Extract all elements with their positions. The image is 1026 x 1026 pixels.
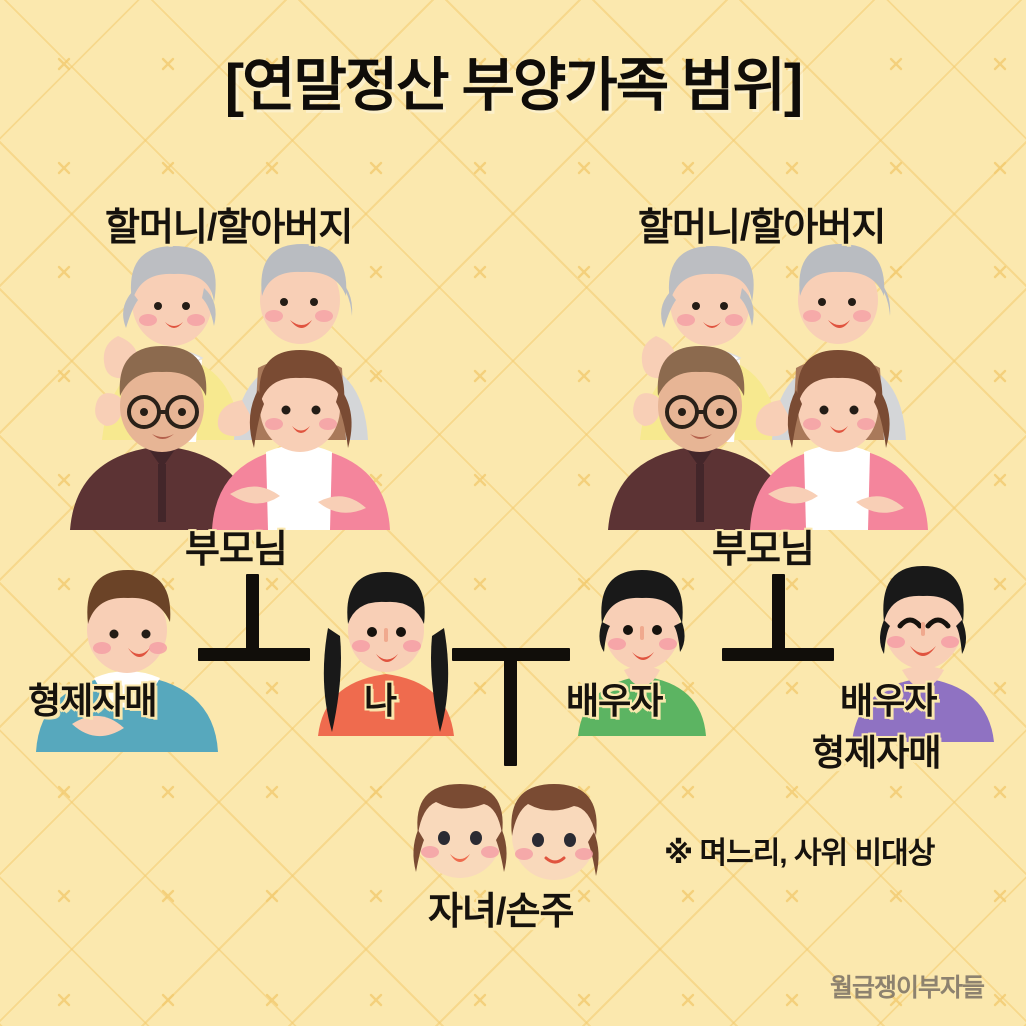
connector-left-horizontal [198, 648, 310, 661]
spouse-sibling-figure [852, 566, 994, 742]
label-parents-right: 부모님 [712, 529, 815, 571]
father-glasses [665, 395, 737, 429]
note-exclusion: ※ 며느리, 사위 비대상 [664, 837, 935, 870]
father-figure [608, 346, 792, 530]
sibling-figure [36, 570, 218, 752]
mother-figure [750, 350, 928, 530]
family-illustration-left [70, 244, 390, 530]
connector-left-vertical [246, 574, 259, 654]
connector-right-vertical [772, 574, 785, 654]
child-girl [413, 784, 507, 878]
page-title: [연말정산 부양가족 범위] [224, 53, 803, 118]
father-figure [70, 346, 254, 530]
mother-figure [212, 350, 390, 530]
label-parents-left: 부모님 [185, 529, 288, 571]
family-illustration-right [608, 244, 928, 530]
spouse-figure [578, 570, 706, 736]
label-children: 자녀/손주 [428, 891, 574, 933]
connector-right-horizontal [722, 648, 834, 661]
label-spouse-sibling-line1: 배우자 [840, 680, 937, 721]
label-spouse: 배우자 [566, 680, 663, 721]
label-sibling: 형제자매 [28, 680, 157, 721]
self-figure [318, 572, 454, 736]
label-self: 나 [364, 680, 397, 721]
child-boy [511, 784, 599, 880]
label-grandparents-left: 할머니/할아버지 [105, 207, 353, 249]
label-spouse-sibling-line2: 형제자매 [812, 732, 941, 773]
label-grandparents-right: 할머니/할아버지 [638, 207, 886, 249]
connector-center-vertical [504, 648, 517, 766]
father-glasses [127, 395, 199, 429]
watermark: 월급쟁이부자들 [829, 974, 985, 1002]
children-figure [413, 784, 599, 880]
